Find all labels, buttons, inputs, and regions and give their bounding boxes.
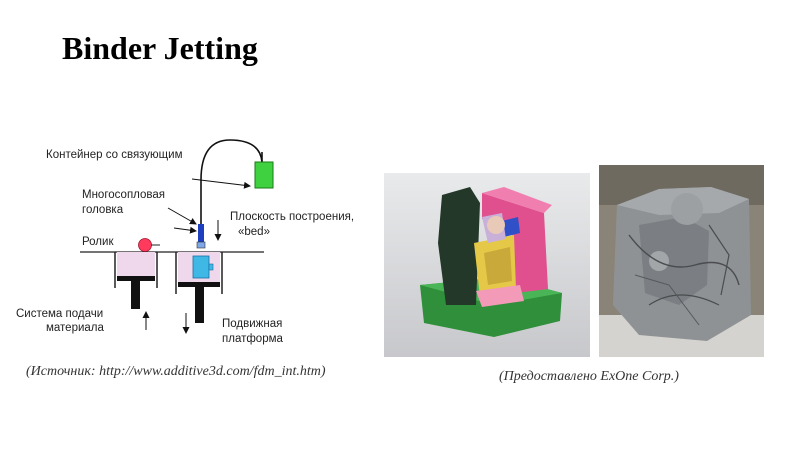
build-platform-rod	[195, 287, 204, 323]
label-binder-container: Контейнер со связующим	[46, 149, 183, 161]
cad-mold-image	[384, 173, 590, 357]
label-printhead-1: Многосопловая	[82, 189, 165, 201]
printed-part	[192, 255, 210, 279]
label-build-plane-2: «bed»	[238, 226, 270, 238]
binder-jetting-diagram: Контейнер со связующим Многосопловая гол…	[16, 139, 354, 345]
roller-icon	[138, 238, 152, 252]
label-platform-2: платформа	[222, 333, 284, 345]
build-platform-plate	[178, 282, 220, 287]
label-feed-2: материала	[46, 322, 105, 334]
feed-piston-plate	[117, 276, 155, 281]
printed-mold-photo	[599, 165, 764, 357]
feed-piston-rod	[131, 281, 140, 309]
label-build-plane-1: Плоскость построения,	[230, 211, 354, 223]
binder-container	[254, 161, 274, 189]
source-caption: (Источник: http://www.additive3d.com/fdm…	[26, 364, 326, 379]
feed-chamber	[114, 252, 158, 309]
label-printhead-2: головка	[82, 204, 124, 216]
label-roller: Ролик	[82, 236, 114, 248]
slide-title: Binder Jetting	[62, 30, 258, 66]
binder-tube	[200, 139, 263, 224]
build-chamber	[175, 252, 223, 323]
label-platform-1: Подвижная	[222, 318, 282, 330]
courtesy-caption: (Предоставлено ExOne Corp.)	[499, 369, 679, 384]
label-feed-1: Система подачи	[16, 308, 103, 320]
printhead-nozzle	[198, 224, 204, 242]
